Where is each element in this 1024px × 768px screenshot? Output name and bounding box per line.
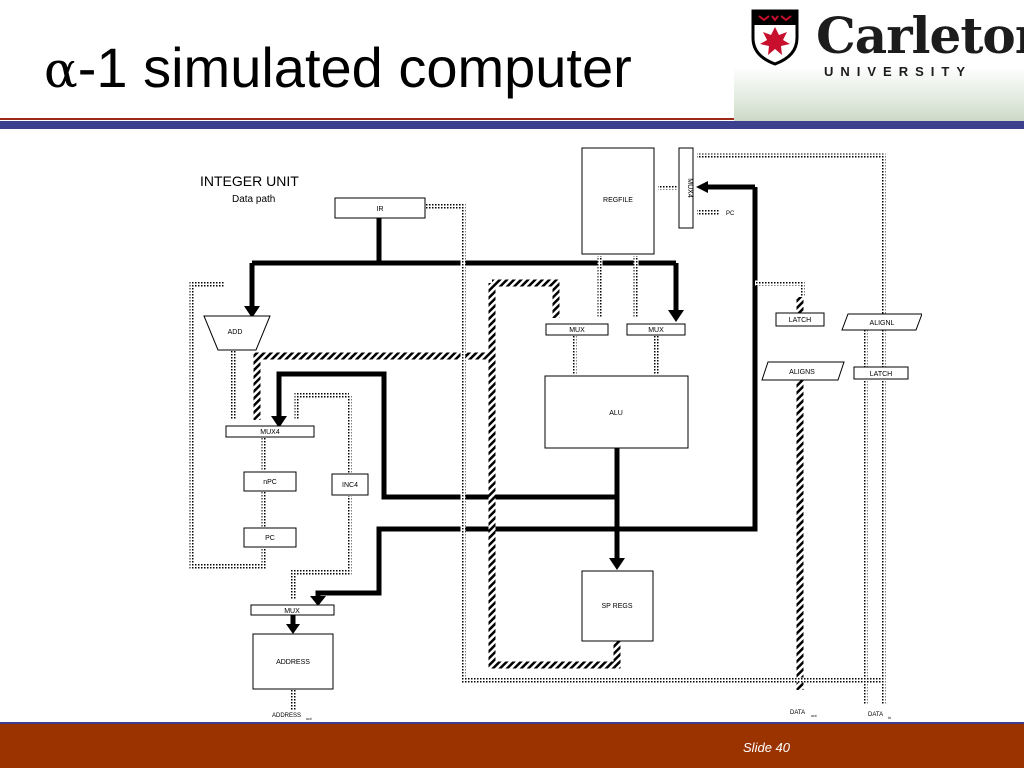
svg-text:ADDRESS: ADDRESS — [276, 659, 310, 666]
pc-input-label: PC — [726, 211, 735, 217]
footer-rule — [0, 722, 1024, 724]
mux-address-block: MUX — [250, 604, 335, 616]
regfile-block: REGFILE — [581, 147, 655, 255]
solid-arrowheads — [244, 181, 708, 634]
shield-icon — [751, 9, 799, 66]
svg-text:DATA: DATA — [868, 712, 883, 718]
address-block: ADDRESS — [252, 633, 334, 690]
svg-text:DATA: DATA — [790, 710, 805, 716]
sp-regs-block: SP REGS — [581, 570, 654, 642]
title-underline-blue — [0, 121, 1024, 129]
logo-subtitle: UNIVERSITY — [824, 64, 973, 79]
latch-bottom-block: LATCH — [853, 366, 909, 380]
svg-text:IR: IR — [377, 206, 384, 213]
slide-title: α-1 simulated computer — [44, 40, 632, 96]
mux-a-block: MUX — [545, 323, 609, 336]
svg-text:PC: PC — [265, 535, 275, 542]
alignl-block: ALIGNL — [841, 313, 923, 331]
integer-unit-heading: INTEGER UNIT — [200, 173, 299, 189]
svg-text:in: in — [888, 715, 891, 720]
svg-text:out: out — [811, 713, 817, 718]
aligns-block: ALIGNS — [761, 361, 845, 381]
svg-text:MUX: MUX — [569, 327, 585, 334]
svg-text:ALIGNS: ALIGNS — [789, 369, 815, 376]
svg-text:ALU: ALU — [609, 410, 623, 417]
logo-wordmark: Carleton — [816, 6, 1024, 65]
svg-text:MUX: MUX — [648, 327, 664, 334]
title-underline-red — [0, 118, 734, 120]
mux4-block: MUX4 — [225, 425, 315, 438]
svg-text:MUX: MUX — [284, 608, 300, 615]
regfile-mux-block: MUX4 — [678, 147, 694, 229]
svg-text:LATCH: LATCH — [789, 317, 811, 324]
inc4-block: INC4 — [331, 473, 369, 496]
svg-text:out: out — [306, 716, 312, 721]
carleton-logo: Carleton UNIVERSITY — [734, 0, 1024, 121]
svg-text:REGFILE: REGFILE — [603, 197, 633, 204]
svg-text:INC4: INC4 — [342, 482, 358, 489]
svg-text:ADD: ADD — [228, 329, 243, 336]
svg-text:MUX4: MUX4 — [260, 429, 280, 436]
data-out-label: DATA out — [790, 710, 817, 718]
data-path-subheading: Data path — [232, 194, 275, 205]
svg-text:ADDRESS: ADDRESS — [272, 713, 301, 719]
slide-title-text: -1 simulated computer — [77, 36, 632, 99]
latch-top-block: LATCH — [775, 312, 825, 327]
footer-bar — [0, 724, 1024, 768]
alu-block: ALU — [544, 375, 689, 449]
slide-number: Slide 40 — [743, 740, 790, 755]
add-block: ADD — [203, 315, 271, 351]
pc-block: PC — [243, 527, 297, 548]
datapath-diagram: IR REGFILE MUX4 PC ADD MUX MUX LATCH ALI… — [186, 140, 923, 726]
svg-text:nPC: nPC — [263, 479, 277, 486]
svg-text:MUX4: MUX4 — [686, 178, 693, 198]
npc-block: nPC — [243, 471, 297, 492]
data-in-label: DATA in — [868, 712, 891, 720]
ir-block: IR — [334, 197, 426, 219]
dotted-paths — [189, 153, 886, 710]
svg-text:SP REGS: SP REGS — [602, 603, 633, 610]
mux-b-block: MUX — [626, 323, 686, 336]
address-out-label: ADDRESS out — [272, 713, 312, 721]
svg-text:LATCH: LATCH — [870, 371, 892, 378]
alpha-symbol: α — [44, 41, 78, 99]
svg-text:ALIGNL: ALIGNL — [870, 320, 895, 327]
